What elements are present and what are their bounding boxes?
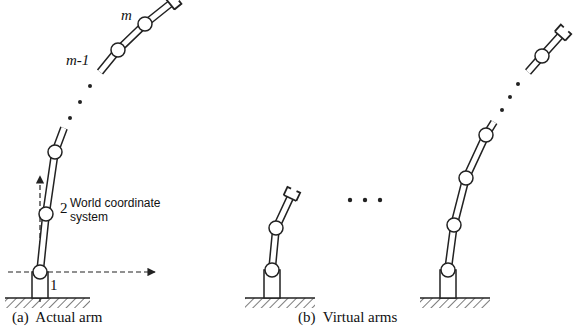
caption: (b) Virtual arms [298, 309, 397, 325]
world-axes [8, 176, 155, 302]
joint-label: 1 [50, 277, 58, 293]
caption: (a) Actual arm [12, 309, 102, 325]
arm-link [40, 4, 560, 272]
joint-label: m-1 [66, 52, 89, 68]
axis-label: World coordinate system [70, 196, 162, 224]
joint [33, 17, 549, 279]
ellipsis-dots [68, 82, 520, 202]
joint-label: 2 [60, 200, 68, 216]
joint-label: m [121, 7, 132, 23]
ground [5, 298, 490, 308]
pedestal [32, 270, 456, 298]
gripper [166, 0, 572, 201]
